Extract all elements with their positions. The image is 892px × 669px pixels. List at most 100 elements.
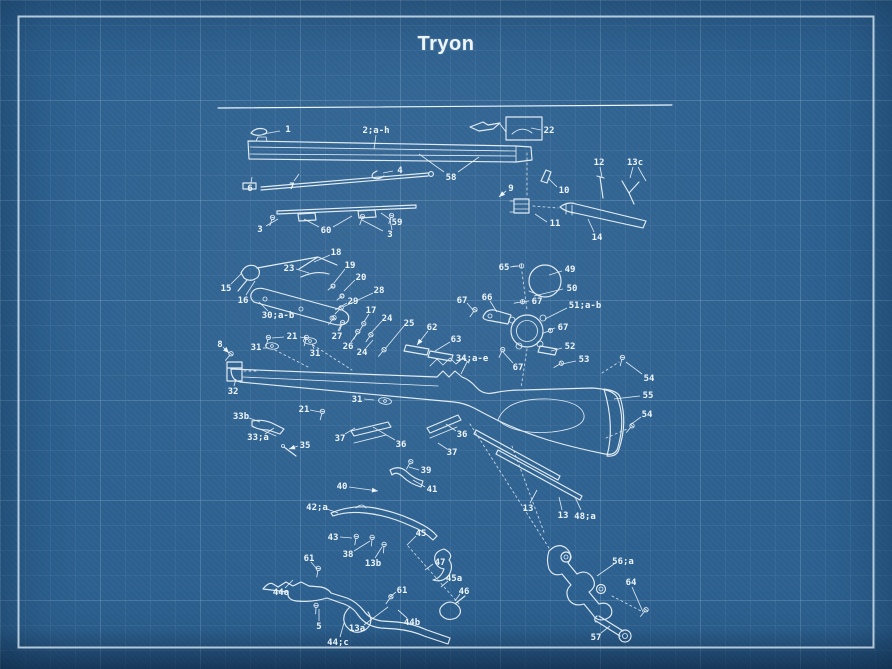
ramrod-drawing xyxy=(242,170,434,191)
label-leader-line xyxy=(547,327,556,331)
label-leader-line xyxy=(374,546,383,559)
label-leader-line xyxy=(363,398,375,401)
part-label-56a: 56;a xyxy=(612,557,634,567)
part-label-22: 22 xyxy=(544,126,555,136)
part-label-43: 43 xyxy=(328,533,339,543)
part-label-53: 53 xyxy=(579,355,590,365)
part-label-16: 16 xyxy=(238,296,249,306)
leader-arrowhead xyxy=(371,487,378,493)
front-sight-drawing xyxy=(250,127,268,136)
part-label-61: 61 xyxy=(304,554,315,564)
label-leader-line xyxy=(309,409,321,413)
part-label-7: 7 xyxy=(289,182,294,192)
part-label-50: 50 xyxy=(567,284,578,294)
part-label-13: 13 xyxy=(523,504,534,514)
part-label-45a: 45a xyxy=(446,574,462,584)
label-leader-line xyxy=(561,360,577,365)
label-leader-line xyxy=(466,302,474,311)
label-leader-line xyxy=(337,324,342,332)
label-leader-line xyxy=(339,536,353,539)
part-label-31: 31 xyxy=(251,343,262,353)
part-label-65: 65 xyxy=(499,263,510,273)
label-leader-line xyxy=(373,134,377,150)
label-leader-line xyxy=(558,496,563,511)
part-label-11: 11 xyxy=(550,219,561,229)
trigger-guard-drawing xyxy=(262,565,451,645)
part-label-42a: 42;a xyxy=(306,503,328,513)
forend-hardware-drawing xyxy=(223,334,393,437)
part-label-44c: 44;c xyxy=(327,638,349,648)
butt-plate-drawing xyxy=(601,354,636,457)
label-leader-line xyxy=(625,361,643,375)
label-leader-line xyxy=(600,625,611,634)
label-leader-line xyxy=(365,339,374,349)
part-label-40: 40 xyxy=(337,482,348,492)
label-leader-line xyxy=(333,268,346,284)
part-label-34ae: 34;a-e xyxy=(456,354,489,364)
part-label-4: 4 xyxy=(397,166,403,176)
label-leader-line xyxy=(460,361,468,375)
part-label-15: 15 xyxy=(221,284,232,294)
label-leader-line xyxy=(339,622,345,638)
part-label-61: 61 xyxy=(397,586,408,596)
label-leader-line xyxy=(631,586,644,613)
label-leader-line xyxy=(489,300,498,313)
part-label-49: 49 xyxy=(565,265,576,275)
part-label-28: 28 xyxy=(374,286,385,296)
label-leader-line xyxy=(520,300,530,303)
label-leader-line xyxy=(596,563,615,577)
label-leader-line xyxy=(587,218,595,233)
part-label-14: 14 xyxy=(592,233,603,243)
part-label-13: 13 xyxy=(558,511,569,521)
label-leader-line xyxy=(265,218,279,227)
label-leader-line xyxy=(389,219,393,231)
label-leader-line xyxy=(311,343,315,350)
label-leader-line xyxy=(303,218,320,228)
label-leader-line xyxy=(262,130,281,135)
part-label-13c: 13c xyxy=(627,158,643,168)
label-leader-line xyxy=(637,166,647,182)
label-leader-line xyxy=(363,313,370,323)
label-leader-line xyxy=(245,280,256,296)
part-label-31: 31 xyxy=(352,395,363,405)
part-label-63: 63 xyxy=(451,335,462,345)
label-leader-line xyxy=(418,153,445,173)
parts-drawing-layer xyxy=(223,116,650,645)
part-label-39: 39 xyxy=(421,466,432,476)
part-label-44a: 44a xyxy=(273,588,289,598)
part-label-3: 3 xyxy=(257,225,262,235)
side-plate-finial-drawing xyxy=(546,545,650,643)
part-label-67: 67 xyxy=(532,297,543,307)
barrel-wedges-drawing xyxy=(281,414,462,457)
label-leader-line xyxy=(332,215,353,228)
label-leader-line xyxy=(547,177,558,188)
part-label-36: 36 xyxy=(396,440,407,450)
label-leader-line xyxy=(293,173,300,182)
label-leader-line xyxy=(271,336,285,339)
label-leader-line xyxy=(343,279,356,292)
part-label-8: 8 xyxy=(217,340,222,350)
part-label-51ab: 51;a-b xyxy=(569,301,602,311)
part-label-67: 67 xyxy=(558,323,569,333)
part-label-32: 32 xyxy=(228,387,239,397)
sear-parts-drawing xyxy=(407,545,466,621)
part-label-25: 25 xyxy=(404,319,415,329)
label-leader-line xyxy=(533,288,564,297)
label-leader-line xyxy=(264,427,275,435)
label-leader-line xyxy=(424,563,434,571)
part-label-26: 26 xyxy=(343,342,354,352)
part-label-24: 24 xyxy=(357,348,368,358)
part-label-21: 21 xyxy=(299,405,310,415)
leader-arrowhead xyxy=(499,191,506,197)
label-leader-line xyxy=(406,535,417,546)
part-label-20: 20 xyxy=(356,273,367,283)
label-leader-line xyxy=(408,466,420,471)
trigger-drawing xyxy=(389,458,424,488)
part-label-23: 23 xyxy=(284,264,295,274)
label-leader-line xyxy=(344,427,356,435)
leader-arrowhead xyxy=(289,444,296,450)
label-leader-line xyxy=(372,426,396,441)
label-leader-line xyxy=(295,268,310,274)
